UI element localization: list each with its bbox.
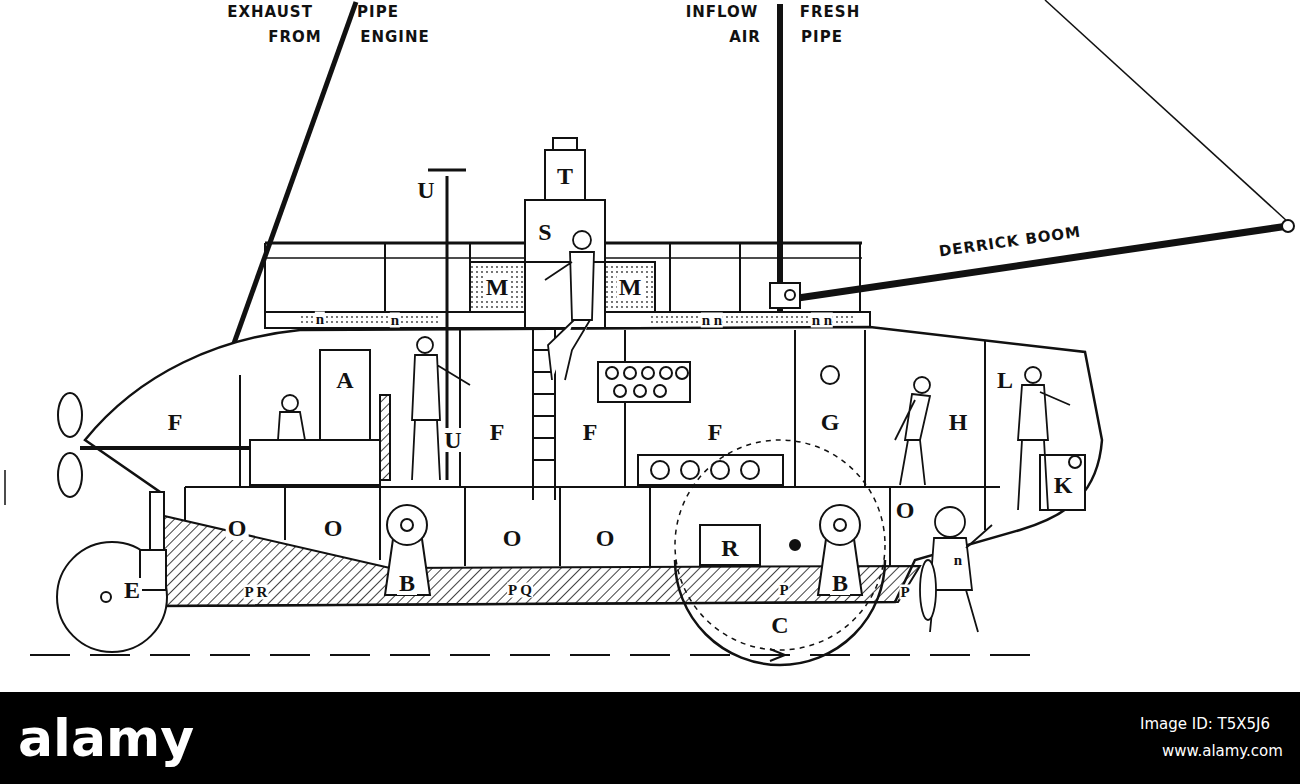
- part-letter: R: [719, 536, 740, 560]
- part-letter: B: [397, 571, 417, 595]
- part-letter: M: [484, 275, 511, 299]
- part-letter: H: [947, 410, 970, 434]
- pipe-label: PIPE: [357, 5, 399, 20]
- part-letter: F: [488, 420, 507, 444]
- part-letter: L: [995, 368, 1015, 392]
- pipe-label: FROM: [268, 30, 321, 45]
- watermark: Image ID: T5X5J6: [1140, 717, 1270, 732]
- pipe-label: ENGINE: [360, 30, 430, 45]
- pipe-label: AIR: [729, 30, 761, 45]
- part-letter: O: [226, 516, 249, 540]
- pipe-label: INFLOW: [686, 5, 759, 20]
- part-letter: O: [501, 526, 524, 550]
- part-letter: T: [555, 164, 575, 188]
- part-letter: n n: [701, 313, 723, 328]
- part-letter: U: [442, 428, 463, 452]
- pipe-label: PIPE: [801, 30, 843, 45]
- watermark: www.alamy.com: [1162, 744, 1283, 759]
- part-letter: O: [894, 498, 917, 522]
- part-letter: U: [415, 178, 436, 202]
- watermark: alamy: [18, 712, 194, 764]
- part-letter: P Q: [507, 583, 533, 598]
- part-letter: O: [322, 516, 345, 540]
- part-letter: P: [778, 583, 789, 598]
- part-letter: P R: [244, 585, 269, 600]
- part-letter: F: [166, 410, 185, 434]
- part-letter: F: [706, 420, 725, 444]
- part-letter: n: [953, 553, 963, 568]
- part-letter: M: [617, 275, 644, 299]
- part-letter: n: [315, 312, 325, 327]
- part-letter: S: [536, 220, 553, 244]
- part-letter: A: [334, 368, 355, 392]
- part-letter: P: [899, 585, 910, 600]
- part-letter: E: [122, 578, 142, 602]
- part-letter: B: [830, 571, 850, 595]
- part-letter: n n: [811, 313, 833, 328]
- pipe-label: EXHAUST: [227, 5, 313, 20]
- part-letter: n: [390, 313, 400, 328]
- boom-label: DERRICK BOOM: [938, 225, 1082, 260]
- part-letter: C: [769, 613, 790, 637]
- pipe-label: FRESH: [800, 5, 860, 20]
- part-letter: O: [594, 526, 617, 550]
- part-letter: K: [1052, 473, 1075, 497]
- part-letter: F: [581, 420, 600, 444]
- part-letter: G: [819, 410, 842, 434]
